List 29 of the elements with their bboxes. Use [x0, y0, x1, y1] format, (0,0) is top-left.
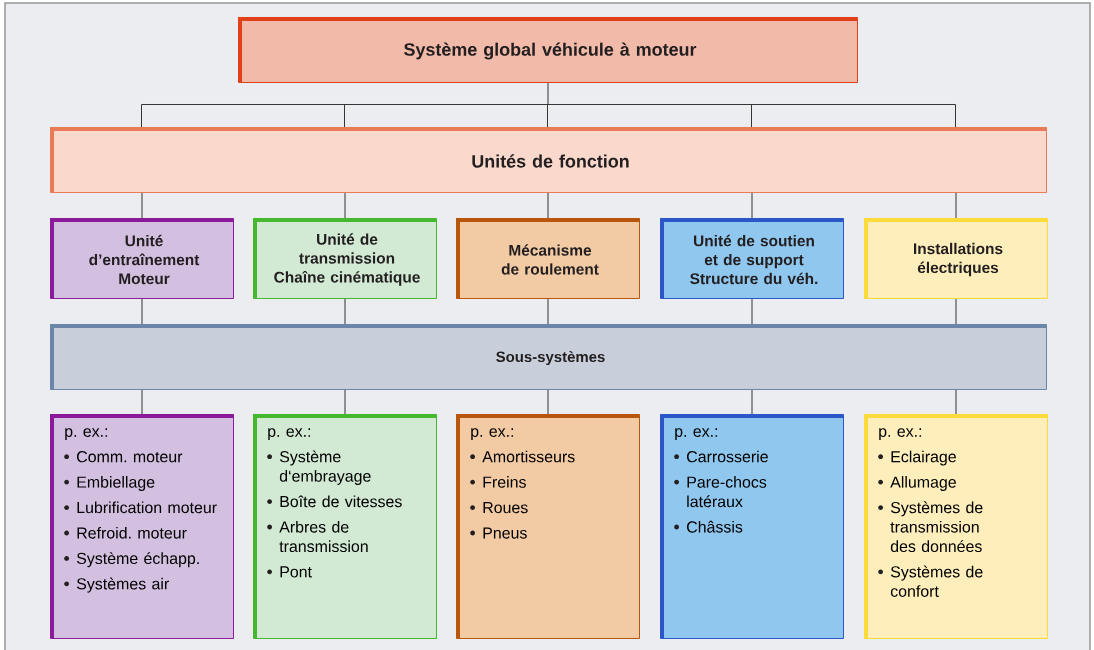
subsystem-list-box: p. ex.: Amortisseurs Freins Roues Pneus	[456, 414, 640, 639]
connector-line	[955, 192, 957, 219]
connector-line	[547, 298, 549, 325]
connector-line	[141, 192, 143, 219]
subsystem-list-box: p. ex.: Eclairage Allumage Systèmes de transmission des données Systèmes de confort	[864, 414, 1048, 639]
connector-line	[751, 298, 753, 325]
category-band: Unités de fonction	[50, 127, 1047, 193]
connector-line	[751, 389, 753, 415]
category-band: Sous-systèmes	[50, 324, 1047, 390]
unit-box: Installations électriques	[864, 218, 1048, 299]
connector-line	[344, 192, 346, 219]
connector-line	[141, 298, 143, 325]
connector-line	[547, 389, 549, 415]
system-box: Système global véhicule à moteur	[238, 17, 858, 83]
connector-line	[547, 192, 549, 219]
unit-box: Mécanisme de roulement	[456, 218, 640, 299]
subsystem-list-box: p. ex.: Carrosserie Pare-chocs latéraux Châssis	[660, 414, 844, 639]
connector-line	[344, 298, 346, 325]
unit-box: Unité de soutien et de support Structure du véh.	[660, 218, 844, 299]
subsystem-list-box: p. ex.: Système d‘embrayage Boîte de vitesses Arbres de transmission Pont	[253, 414, 437, 639]
subsystem-list-box: p. ex.: Comm. moteur Embiellage Lubrification moteur Refroid. moteur Système échapp. Systèmes air	[50, 414, 234, 639]
connector-line	[955, 298, 957, 325]
unit-box: Unité d’entraînement Moteur	[50, 218, 234, 299]
connector-line	[344, 389, 346, 415]
connector-line	[141, 82, 956, 128]
connector-line	[955, 389, 957, 415]
unit-box: Unité de transmission Chaîne cinématique	[253, 218, 437, 299]
connector-line	[141, 389, 143, 415]
connector-line	[751, 192, 753, 219]
